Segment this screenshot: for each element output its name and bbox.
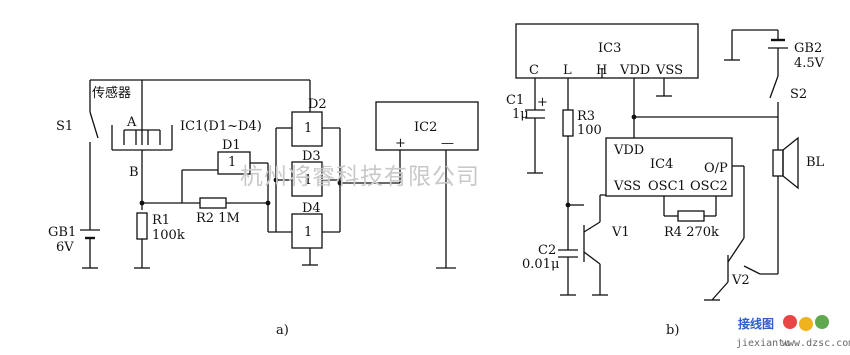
- c2-name: C2: [538, 243, 556, 258]
- d1-label: D1: [222, 138, 241, 153]
- bl-label: BL: [806, 155, 825, 170]
- ic2-plus: +: [395, 136, 406, 151]
- gb1-name: GB1: [48, 225, 76, 240]
- ic3-pin-vss: VSS: [655, 63, 683, 78]
- r1-value: 100k: [152, 228, 185, 243]
- logo-text: 接线图: [738, 316, 774, 331]
- ic4-vss: VSS: [613, 179, 641, 194]
- ic1-label: IC1(D1~D4): [180, 119, 262, 134]
- logo-dot-green: [815, 315, 829, 329]
- r3-name: R3: [577, 109, 595, 124]
- d2-label: D2: [308, 97, 327, 112]
- gate-d4-one: 1: [304, 225, 312, 240]
- ic3-label: IC3: [598, 41, 621, 56]
- gate-d1-one: 1: [228, 155, 236, 170]
- logo-dot-yellow: [799, 317, 813, 331]
- ic4-label: IC4: [650, 157, 673, 172]
- resistor-r3: [562, 109, 574, 137]
- d4-label: D4: [302, 201, 321, 216]
- c2-value: 0.01μ: [522, 257, 559, 272]
- sensor-symbol: [111, 118, 173, 210]
- ic3-pin-h: H: [596, 63, 607, 78]
- v2-label: V2: [731, 273, 750, 288]
- resistor-r1: [136, 212, 148, 240]
- c1-name: C1: [506, 93, 524, 108]
- gate-d4: [291, 213, 323, 249]
- d3-label: D3: [302, 149, 321, 164]
- caption-a: a): [276, 323, 289, 338]
- r4-label: R4 270k: [664, 225, 719, 240]
- ic2-label: IC2: [414, 120, 437, 135]
- chip-ic4: [605, 137, 733, 197]
- ic3-pin-vdd: VDD: [619, 63, 650, 78]
- chip-ic2: [375, 101, 479, 151]
- s1-label: S1: [56, 119, 73, 134]
- caption-b: b): [666, 323, 679, 338]
- r2-label: R2 1M: [196, 211, 240, 226]
- ic4-op: O/P: [704, 161, 728, 176]
- watermarks: 杭州将睿科技有限公司 接线图 jiexiantu www.dzsc.com: [240, 164, 850, 349]
- speaker-bl: [772, 117, 799, 274]
- gate-d2-one: 1: [304, 121, 312, 136]
- company-watermark: 杭州将睿科技有限公司: [240, 164, 480, 190]
- resistor-r2: [199, 197, 227, 209]
- logo-dot-red: [783, 315, 797, 329]
- logo-url: jiexiantu: [736, 338, 790, 349]
- r1-name: R1: [152, 213, 170, 228]
- s2-label: S2: [790, 87, 807, 102]
- battery-gb2: [724, 29, 788, 76]
- ic4-osc2: OSC2: [690, 179, 728, 194]
- circuit-a: [80, 79, 479, 269]
- point-a-label: A: [126, 115, 137, 130]
- switch-s2: [769, 75, 779, 117]
- resistor-r4: [677, 210, 705, 222]
- ic3-pin-l: L: [563, 63, 572, 78]
- transistor-v1: [568, 194, 618, 296]
- gb2-value: 4.5V: [794, 56, 825, 71]
- c1-plus: +: [537, 95, 548, 110]
- sensor-label: 传感器: [92, 85, 131, 101]
- transistor-v2: [704, 237, 778, 301]
- gb2-name: GB2: [794, 41, 822, 56]
- labels: 传感器 A B S1 GB1 6V R1 100k R2 1M IC1(D1~D…: [48, 41, 825, 338]
- gb1-value: 6V: [56, 240, 74, 255]
- site-logo: 接线图 jiexiantu www.dzsc.com: [736, 315, 850, 349]
- ic2-minus: —: [441, 136, 454, 151]
- ic4-vdd: VDD: [613, 143, 644, 158]
- ic3-pin-c: C: [529, 63, 539, 78]
- switch-s1: [89, 80, 99, 230]
- gate-d2: [291, 111, 323, 147]
- chip-ic3: [515, 23, 699, 79]
- c1-value: 1μ: [512, 107, 529, 122]
- gate-d3-one: 1: [304, 173, 312, 188]
- logo-site: www.dzsc.com: [782, 338, 850, 349]
- battery-gb1: [80, 229, 100, 269]
- gate-d3: [291, 161, 323, 197]
- ic4-osc1: OSC1: [648, 179, 686, 194]
- r3-value: 100: [577, 123, 602, 138]
- v1-label: V1: [611, 225, 630, 240]
- point-b-label: B: [129, 165, 139, 180]
- circuit-b: [515, 23, 799, 301]
